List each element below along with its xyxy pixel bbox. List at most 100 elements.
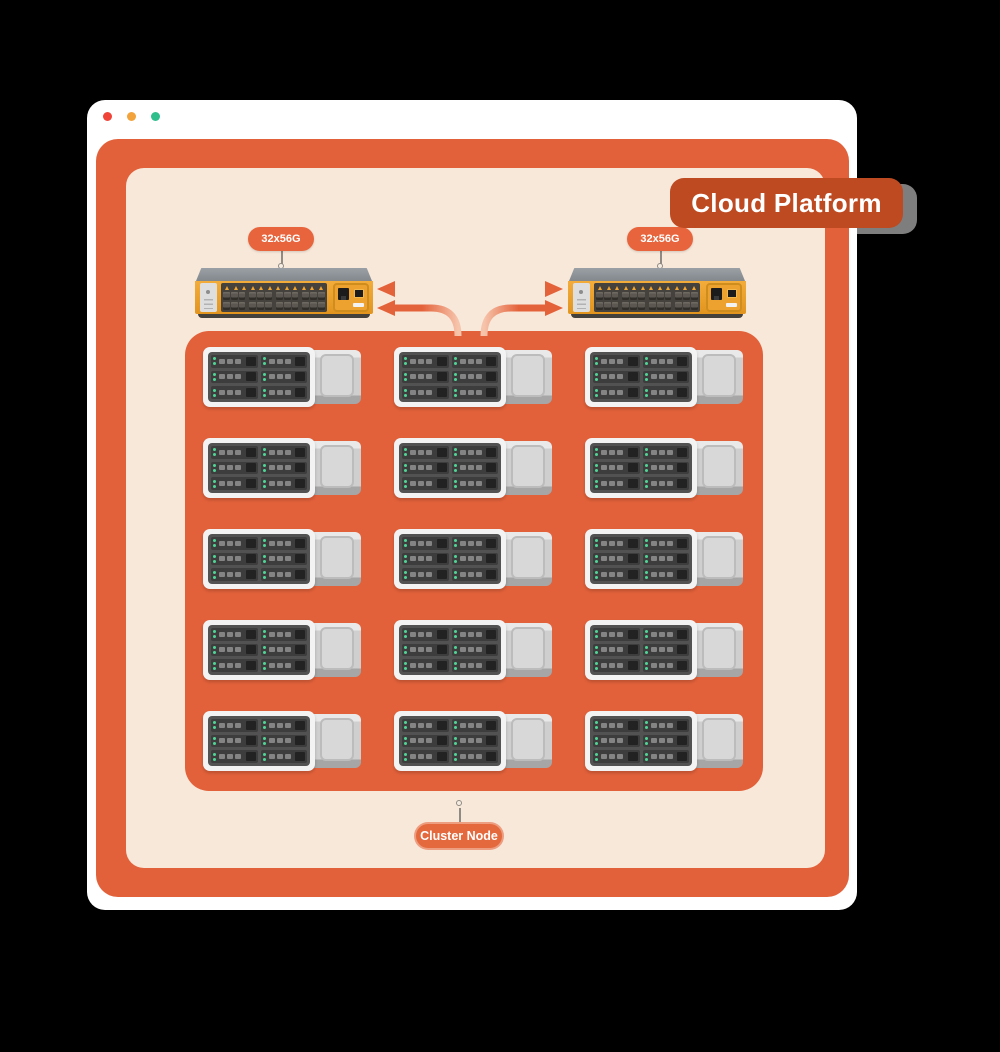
drive-segment bbox=[235, 556, 241, 562]
minimize-window-button[interactable] bbox=[127, 112, 136, 121]
drive-segment bbox=[410, 481, 416, 487]
led-icon bbox=[213, 453, 216, 457]
drive-bay bbox=[402, 659, 449, 672]
drive-segment bbox=[410, 647, 416, 653]
led-icon bbox=[453, 575, 457, 579]
drive-segment bbox=[276, 481, 283, 487]
led-icon bbox=[644, 757, 648, 761]
drive-segment bbox=[426, 663, 432, 669]
drive-led-indicators bbox=[644, 661, 648, 670]
sfp-port bbox=[611, 292, 619, 300]
drive-led-indicators bbox=[453, 357, 457, 366]
drive-segment bbox=[418, 647, 424, 653]
led-icon bbox=[262, 757, 266, 761]
drive-bay bbox=[260, 355, 307, 368]
rj45-port-icon bbox=[727, 289, 737, 298]
led-icon bbox=[404, 635, 407, 639]
drive-segment bbox=[219, 481, 225, 487]
drive-handle bbox=[486, 538, 496, 548]
sfp-port bbox=[648, 292, 656, 300]
drive-segment bbox=[227, 449, 233, 455]
drive-handle bbox=[295, 554, 305, 564]
drive-segment bbox=[268, 722, 275, 728]
drive-handle bbox=[677, 752, 687, 762]
drive-segment bbox=[609, 465, 615, 471]
led-icon bbox=[644, 635, 648, 639]
led-icon bbox=[262, 484, 266, 488]
drive-segment bbox=[601, 556, 607, 562]
drive-segment bbox=[459, 449, 466, 455]
drive-segment bbox=[658, 358, 665, 364]
drive-bay bbox=[642, 643, 689, 657]
led-icon bbox=[644, 741, 648, 745]
led-icon bbox=[453, 544, 457, 548]
led-icon bbox=[453, 539, 457, 543]
server-front-panel bbox=[394, 711, 506, 771]
drive-bay bbox=[642, 750, 689, 763]
sfp-port bbox=[630, 292, 638, 300]
drive-handle bbox=[436, 570, 447, 580]
drive-segment bbox=[426, 722, 432, 728]
drive-segment bbox=[410, 754, 416, 760]
drive-bay bbox=[593, 750, 640, 763]
drive-bay bbox=[211, 750, 258, 763]
drive-segment bbox=[410, 540, 416, 546]
drive-segment bbox=[475, 738, 482, 744]
drive-segment bbox=[284, 374, 291, 380]
led-icon bbox=[595, 479, 598, 483]
drive-segment bbox=[284, 449, 291, 455]
drive-bay-grid bbox=[590, 716, 692, 766]
maximize-window-button[interactable] bbox=[151, 112, 160, 121]
drive-segment bbox=[284, 647, 291, 653]
drive-segment bbox=[426, 631, 432, 637]
drive-bay bbox=[260, 386, 307, 399]
drive-segment bbox=[617, 647, 623, 653]
sfp-port bbox=[265, 292, 272, 300]
led-icon bbox=[213, 554, 216, 558]
drive-led-indicators bbox=[404, 630, 407, 639]
led-icon bbox=[213, 539, 216, 543]
drive-segment bbox=[227, 631, 233, 637]
drive-handle bbox=[436, 554, 447, 564]
drive-handle bbox=[436, 356, 447, 366]
drive-segment bbox=[609, 390, 615, 396]
led-icon bbox=[213, 575, 216, 579]
network-switch-right bbox=[568, 268, 746, 318]
close-window-button[interactable] bbox=[103, 112, 112, 121]
drive-led-indicators bbox=[262, 554, 266, 563]
led-icon bbox=[404, 721, 407, 725]
drive-segment bbox=[410, 663, 416, 669]
drive-handle bbox=[436, 388, 447, 398]
drive-bay bbox=[260, 628, 307, 641]
drive-segment bbox=[268, 540, 275, 546]
sfp-port bbox=[664, 292, 672, 300]
led-icon bbox=[644, 559, 648, 563]
drive-segment bbox=[276, 722, 283, 728]
led-icon bbox=[644, 736, 648, 740]
drive-segment bbox=[459, 647, 466, 653]
drive-segment bbox=[227, 358, 233, 364]
drive-bay bbox=[402, 477, 449, 490]
sfp-port bbox=[302, 302, 310, 310]
drive-segment bbox=[601, 358, 607, 364]
sfp-port bbox=[675, 302, 683, 310]
drive-segment bbox=[219, 390, 225, 396]
led-icon bbox=[595, 554, 598, 558]
drive-handle bbox=[245, 447, 256, 457]
led-icon bbox=[595, 544, 598, 548]
drive-led-indicators bbox=[213, 661, 216, 670]
drive-segment bbox=[475, 540, 482, 546]
drive-segment bbox=[276, 556, 283, 562]
sfp-port bbox=[611, 302, 619, 310]
led-icon bbox=[262, 721, 266, 725]
port-arrow-icon bbox=[318, 286, 323, 290]
drive-segment bbox=[475, 481, 482, 487]
drive-segment bbox=[235, 358, 241, 364]
drive-segment bbox=[650, 390, 657, 396]
led-icon bbox=[644, 453, 648, 457]
sfp-port bbox=[257, 292, 265, 300]
drive-led-indicators bbox=[404, 752, 407, 761]
drive-segment bbox=[467, 358, 474, 364]
led-icon bbox=[453, 757, 457, 761]
server-front-panel bbox=[203, 347, 315, 407]
